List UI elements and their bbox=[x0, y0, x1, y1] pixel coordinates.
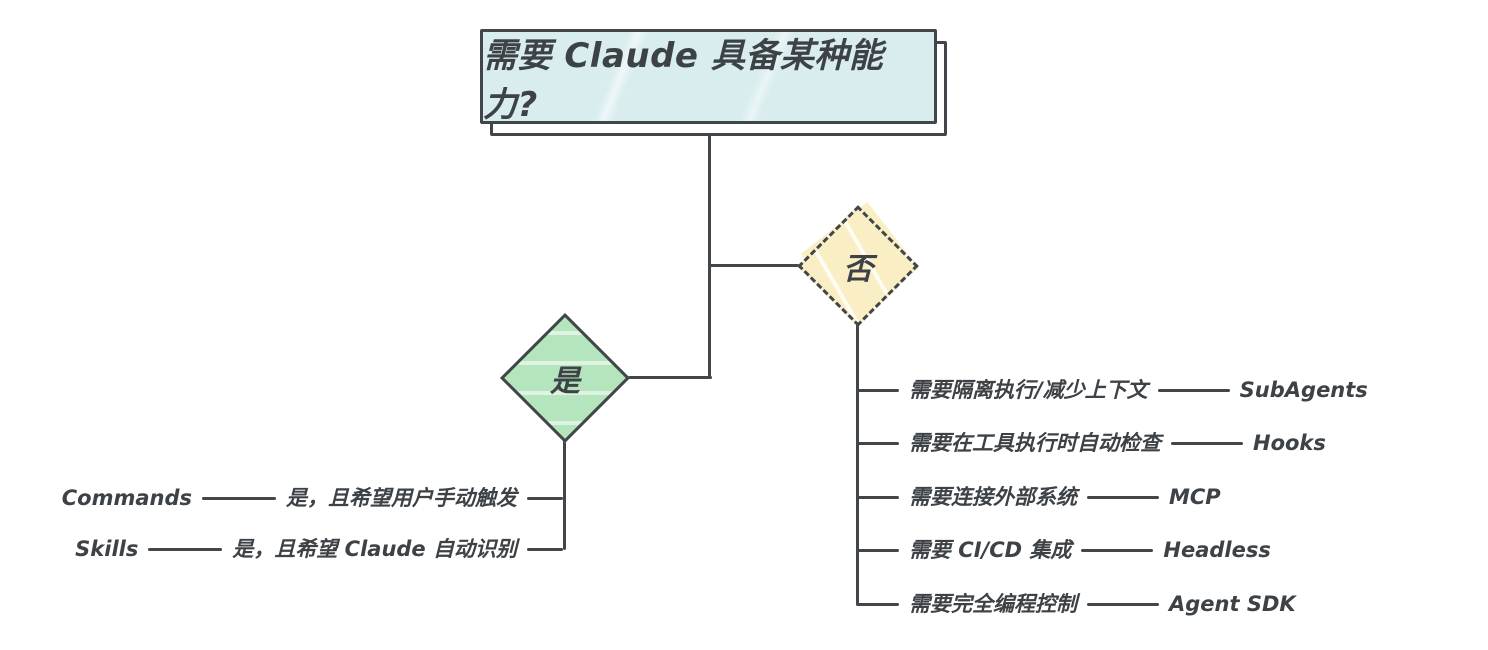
decision-node-no: 否 bbox=[797, 205, 919, 327]
connector-line bbox=[148, 547, 223, 551]
yes-branch-row-skills: Skills 是，且希望 Claude 自动识别 bbox=[75, 535, 563, 563]
tool-label: Hooks bbox=[1253, 431, 1326, 455]
root-question-label: 需要 Claude 具备某种能力? bbox=[483, 35, 884, 125]
tool-label: Commands bbox=[61, 486, 192, 510]
tool-label: Headless bbox=[1163, 538, 1271, 562]
connector-line bbox=[1087, 495, 1159, 499]
tool-label: Skills bbox=[75, 537, 139, 561]
condition-label: 是，且希望用户手动触发 bbox=[286, 486, 517, 510]
connector-line bbox=[202, 496, 276, 500]
condition-label: 需要隔离执行/减少上下文 bbox=[909, 378, 1148, 402]
condition-label: 是，且希望 Claude 自动识别 bbox=[232, 537, 517, 561]
connector-line bbox=[857, 441, 899, 445]
condition-label: 需要在工具执行时自动检查 bbox=[909, 431, 1161, 455]
connector-line bbox=[857, 495, 899, 499]
connector-line bbox=[1157, 388, 1230, 392]
tool-label: Agent SDK bbox=[1169, 592, 1296, 616]
no-branch-row-mcp: 需要连接外部系统 MCP bbox=[857, 483, 1221, 511]
connector-line bbox=[527, 496, 563, 500]
connector-line bbox=[857, 388, 899, 392]
decision-node-yes: 是 bbox=[499, 312, 631, 444]
connector-line bbox=[1087, 602, 1159, 606]
condition-label: 需要完全编程控制 bbox=[909, 592, 1077, 616]
connector-trunk bbox=[708, 122, 711, 379]
tool-label: MCP bbox=[1169, 485, 1221, 509]
connector-line bbox=[1171, 441, 1243, 445]
connector-no-stem bbox=[856, 324, 859, 606]
yes-branch-row-commands: Commands 是，且希望用户手动触发 bbox=[62, 484, 563, 512]
connector-line bbox=[1081, 548, 1154, 552]
connector-to-yes bbox=[628, 376, 712, 379]
connector-to-no bbox=[709, 264, 799, 267]
tool-label: SubAgents bbox=[1239, 378, 1368, 402]
decision-node-no-label: 否 bbox=[843, 252, 873, 287]
condition-label: 需要 CI/CD 集成 bbox=[909, 538, 1072, 562]
connector-line bbox=[857, 602, 899, 606]
no-branch-row-agent-sdk: 需要完全编程控制 Agent SDK bbox=[857, 590, 1296, 618]
no-branch-row-hooks: 需要在工具执行时自动检查 Hooks bbox=[857, 429, 1326, 457]
connector-yes-stem bbox=[563, 436, 566, 550]
connector-line bbox=[857, 548, 899, 552]
connector-line bbox=[527, 547, 563, 551]
no-branch-row-headless: 需要 CI/CD 集成 Headless bbox=[857, 536, 1271, 564]
condition-label: 需要连接外部系统 bbox=[909, 485, 1077, 509]
decision-node-yes-label: 是 bbox=[550, 364, 580, 399]
no-branch-row-subagents: 需要隔离执行/减少上下文 SubAgents bbox=[857, 376, 1368, 404]
root-question-node: 需要 Claude 具备某种能力? bbox=[480, 29, 937, 125]
